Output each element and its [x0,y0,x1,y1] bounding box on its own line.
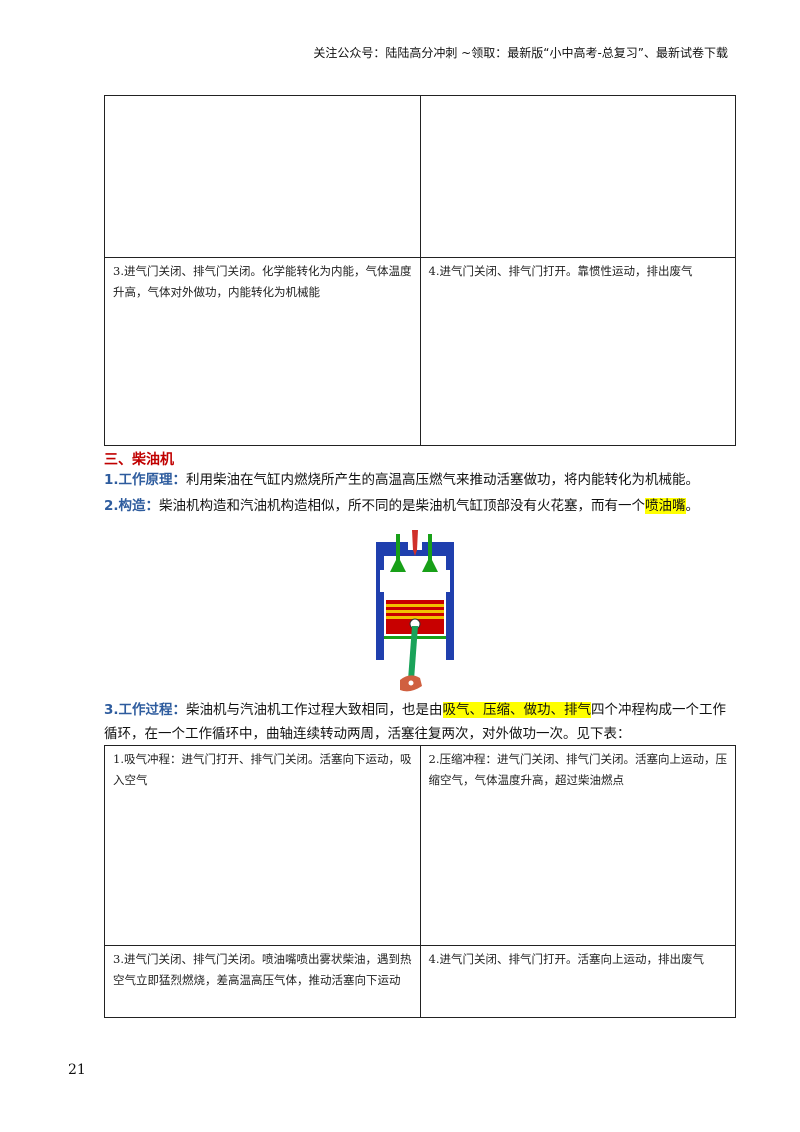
paragraph-process: 3.工作过程：柴油机与汽油机工作过程大致相同，也是由吸气、压缩、做功、排气四个冲… [104,698,736,746]
page-number: 21 [68,1062,86,1078]
highlight-text: 喷油嘴 [645,498,686,514]
piston-ring [386,604,444,607]
paragraph-text: 。 [685,498,700,514]
table-gasoline-strokes: 3.进气门关闭、排气门关闭。化学能转化为内能，气体温度升高，气体对外做功，内能转… [104,95,736,446]
highlight-text: 吸气、压缩、做功、排气 [442,702,592,718]
crank-pin [408,680,414,686]
paragraph-text: 利用柴油在气缸内燃烧所产生的高温高压燃气来推动活塞做功，将内能转化为机械能。 [186,472,700,488]
piston-ring [386,610,444,613]
connecting-rod [408,626,418,680]
paragraph-text: 柴油机与汽油机工作过程大致相同，也是由 [186,702,443,718]
table-cell-diagram-4 [419,95,736,258]
paragraph-structure: 2.构造：柴油机构造和汽油机构造相似，所不同的是柴油机气缸顶部没有火花塞，而有一… [104,494,736,518]
paragraph-label: 3.工作过程： [104,702,187,718]
intake-valve [390,534,406,572]
exhaust-valve [422,534,438,572]
combustion-chamber [384,556,446,600]
fuel-injector [412,530,418,556]
table-cell-stroke-2: 2.压缩冲程：进气门关闭、排气门关闭。活塞向上运动，压缩空气，气体温度升高，超过… [419,745,736,946]
table-cell-stroke-4: 4.进气门关闭、排气门打开。靠惯性运动，排出废气 [419,257,736,446]
diesel-engine-diagram [376,530,454,692]
cylinder-wall-right [422,542,454,660]
paragraph-label: 2.构造： [104,498,160,514]
section-heading: 三、柴油机 [104,452,174,468]
paragraph-principle: 1.工作原理：利用柴油在气缸内燃烧所产生的高温高压燃气来推动活塞做功，将内能转化… [104,468,736,492]
table-cell-stroke-3: 3.进气门关闭、排气门关闭。化学能转化为内能，气体温度升高，气体对外做功，内能转… [104,257,421,446]
paragraph-text: 四个冲程构成一个工作循环，在一个工作循环中，曲轴连续转动两周，活塞往复两次，对外… [104,702,727,742]
table-cell-stroke-4: 4.进气门关闭、排气门打开。活塞向上运动，排出废气 [419,945,736,1018]
table-diesel-strokes: 1.吸气冲程：进气门打开、排气门关闭。活塞向下运动，吸入空气 2.压缩冲程：进气… [104,745,736,1018]
page-header: 关注公众号：陆陆高分冲刺 ~领取：最新版“小中高考-总复习”、最新试卷下载 [313,46,728,60]
paragraph-label: 1.工作原理： [104,472,187,488]
table-cell-diagram-3 [104,95,421,258]
piston-ring [386,616,444,619]
cylinder-wall-left [376,542,408,660]
table-cell-stroke-3: 3.进气门关闭、排气门关闭。喷油嘴喷出雾状柴油，遇到热空气立即猛烈燃烧，差高温高… [104,945,421,1018]
table-cell-stroke-1: 1.吸气冲程：进气门打开、排气门关闭。活塞向下运动，吸入空气 [104,745,421,946]
paragraph-text: 柴油机构造和汽油机构造相似，所不同的是柴油机气缸顶部没有火花塞，而有一个 [159,498,646,514]
